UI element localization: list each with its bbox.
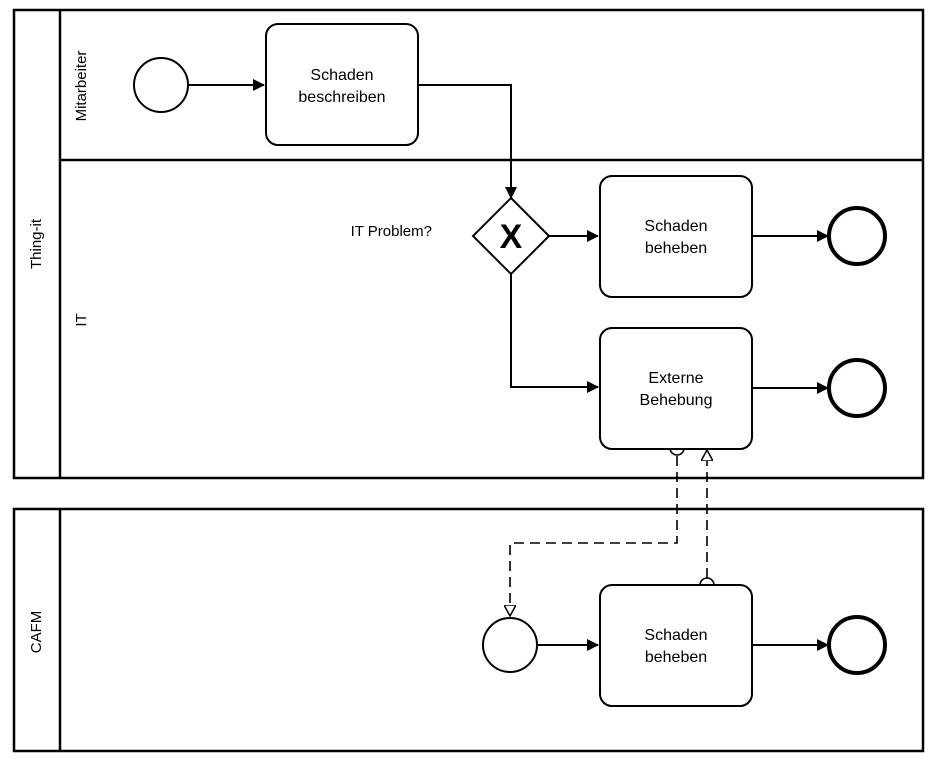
end-event-cafm[interactable]	[827, 615, 887, 675]
task-label-line: beheben	[645, 240, 707, 257]
lane-label-it: IT	[73, 313, 90, 326]
message-flow-externe-to-cafm-start	[510, 456, 678, 616]
task-label-line: Schaden	[310, 67, 373, 84]
task-label-line: Schaden	[644, 627, 707, 644]
flow-gateway-to-externe	[510, 274, 599, 393]
pool-label-thing-it: Thing-it	[28, 218, 45, 269]
gateway-x-icon: X	[500, 218, 523, 256]
task-label-line: Behebung	[640, 392, 713, 409]
gateway-label: IT Problem?	[351, 223, 432, 240]
lane-label-mitarbeiter: Mitarbeiter	[73, 51, 90, 122]
sequence-flows	[188, 79, 829, 651]
task-label-line: beheben	[645, 649, 707, 666]
task-label-line: beschreiben	[298, 89, 385, 106]
task-schaden-beheben-it[interactable]: Schaden beheben	[599, 175, 753, 298]
flow-beschreiben-to-gateway	[418, 84, 517, 199]
task-externe-behebung[interactable]: Externe Behebung	[599, 327, 753, 450]
start-event-cafm[interactable]	[482, 617, 538, 673]
end-event-beheben[interactable]	[827, 206, 887, 266]
pool-label-cafm: CAFM	[28, 611, 45, 654]
start-event-mitarbeiter[interactable]	[133, 57, 189, 113]
message-flows	[510, 450, 707, 616]
task-label-line: Schaden	[644, 218, 707, 235]
task-label-line: Externe	[648, 370, 703, 387]
exclusive-gateway[interactable]: X	[471, 196, 551, 276]
pool-cafm[interactable]: CAFM	[12, 507, 925, 753]
end-event-externe[interactable]	[827, 358, 887, 418]
task-schaden-beschreiben[interactable]: Schaden beschreiben	[265, 23, 419, 146]
task-schaden-beheben-cafm[interactable]: Schaden beheben	[599, 584, 753, 707]
